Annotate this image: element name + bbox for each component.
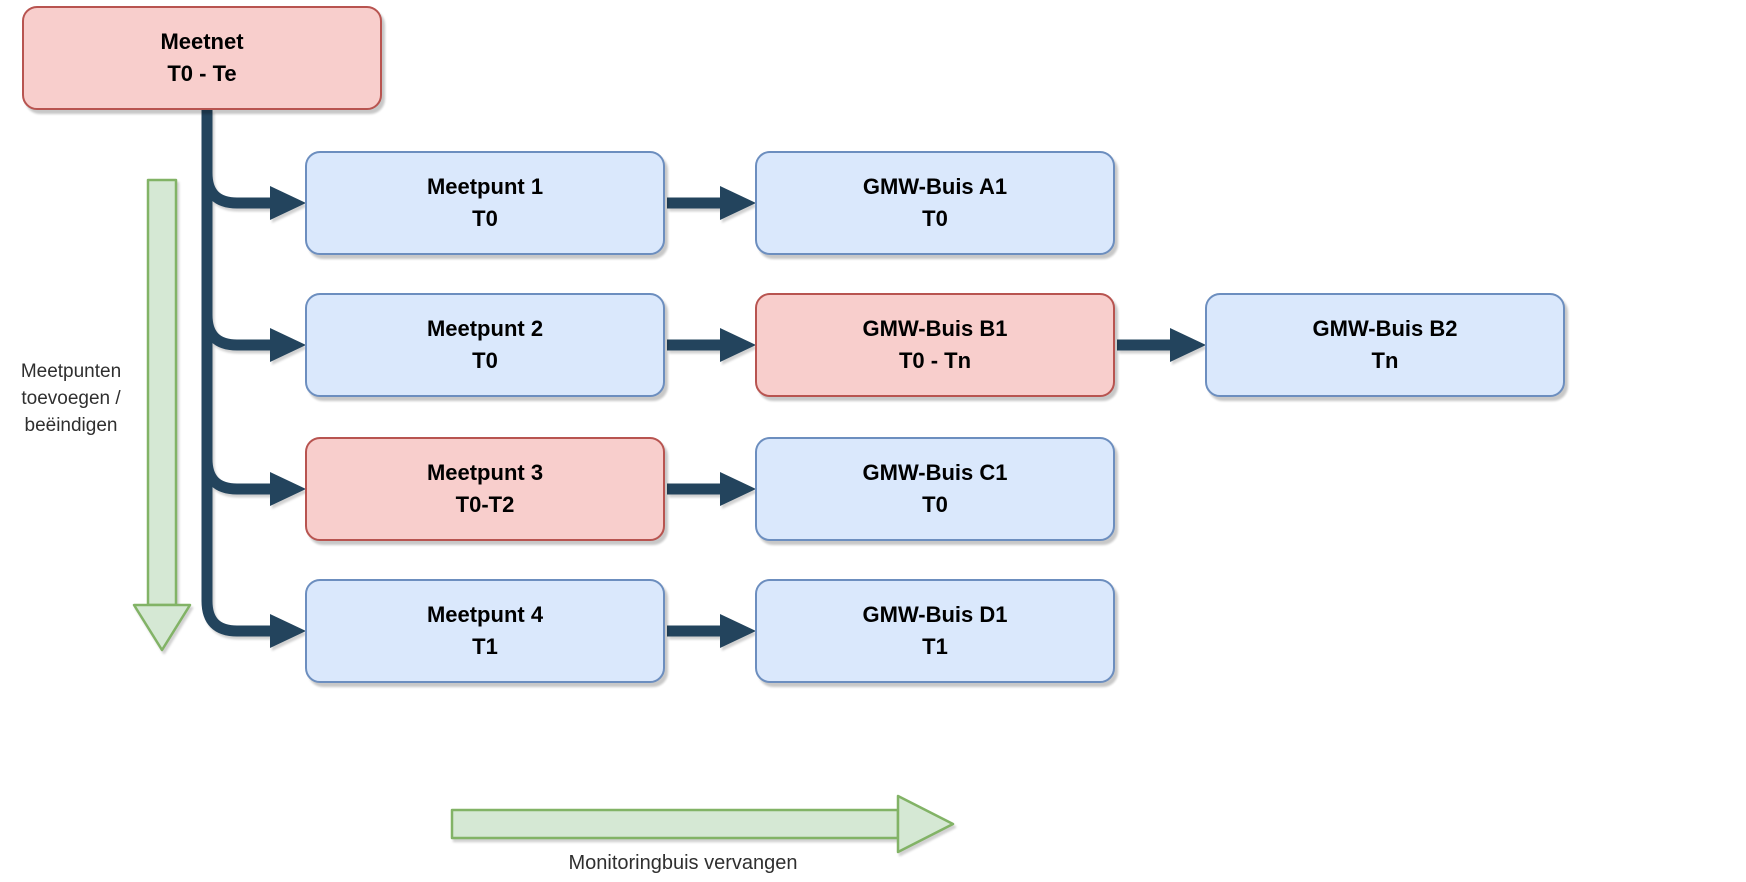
branch-arrowhead-row1 <box>270 186 306 220</box>
add-endpoints-arrow-head <box>132 603 192 652</box>
node-meetpunt-1-period: T0 <box>472 205 498 231</box>
node-meetnet-label: Meetnet <box>160 29 244 55</box>
replace-tube-label: Monitoringbuis vervangen <box>568 852 798 874</box>
node-meetpunt-4-label: Meetpunt 4 <box>426 602 544 628</box>
node-gmw-buis-d1-label: GMW-Buis D1 <box>862 602 1008 628</box>
arrowhead-gmw-b2 <box>1170 328 1206 362</box>
node-meetnet: Meetnet T0 - Te <box>22 6 382 110</box>
node-meetpunt-2: Meetpunt 2 T0 <box>305 293 665 397</box>
node-gmw-buis-b2-period: Tn <box>1371 347 1399 373</box>
node-gmw-buis-c1: GMW-Buis C1 T0 <box>755 437 1115 541</box>
node-meetpunt-3: Meetpunt 3 T0-T2 <box>305 437 665 541</box>
node-meetpunt-3-period: T0-T2 <box>455 491 515 517</box>
node-gmw-buis-d1: GMW-Buis D1 T1 <box>755 579 1115 683</box>
node-meetpunt-1-label: Meetpunt 1 <box>426 174 544 200</box>
node-gmw-buis-b1-label: GMW-Buis B1 <box>862 316 1008 342</box>
add-endpoints-label-line2: toevoegen / <box>21 388 121 409</box>
node-gmw-buis-c1-label: GMW-Buis C1 <box>862 460 1008 486</box>
node-gmw-buis-a1-label: GMW-Buis A1 <box>862 174 1008 200</box>
node-meetpunt-2-period: T0 <box>472 347 498 373</box>
add-endpoints-arrow-shaft <box>146 178 178 607</box>
node-meetpunt-1: Meetpunt 1 T0 <box>305 151 665 255</box>
node-gmw-buis-b1: GMW-Buis B1 T0 - Tn <box>755 293 1115 397</box>
replace-tube-arrow-shaft <box>450 808 900 840</box>
add-endpoints-label-line3: beëindigen <box>24 415 118 436</box>
node-meetpunt-4-period: T1 <box>472 633 498 659</box>
node-gmw-buis-a1: GMW-Buis A1 T0 <box>755 151 1115 255</box>
arrowhead-gmw-b1 <box>720 328 756 362</box>
node-gmw-buis-b2: GMW-Buis B2 Tn <box>1205 293 1565 397</box>
branch-arrowhead-row2 <box>270 328 306 362</box>
node-gmw-buis-d1-period: T1 <box>922 633 948 659</box>
arrowhead-gmw-c1 <box>720 472 756 506</box>
branch-arrowhead-row3 <box>270 472 306 506</box>
node-meetpunt-3-label: Meetpunt 3 <box>426 460 544 486</box>
node-gmw-buis-c1-period: T0 <box>922 491 948 517</box>
add-endpoints-label-line1: Meetpunten <box>20 361 122 382</box>
arrowhead-gmw-d1 <box>720 614 756 648</box>
node-meetpunt-4: Meetpunt 4 T1 <box>305 579 665 683</box>
arrowhead-gmw-a1 <box>720 186 756 220</box>
branch-connector-row2 <box>201 314 272 351</box>
node-meetnet-period: T0 - Te <box>167 60 237 86</box>
branch-connector-row3 <box>201 458 272 495</box>
replace-tube-arrow-head <box>896 794 955 854</box>
branch-connector-row1 <box>201 172 272 209</box>
branch-arrowhead-row4 <box>270 614 306 648</box>
node-gmw-buis-b1-period: T0 - Tn <box>898 347 972 373</box>
node-gmw-buis-b2-label: GMW-Buis B2 <box>1312 316 1458 342</box>
trunk-connector <box>201 110 272 637</box>
node-gmw-buis-a1-period: T0 <box>922 205 948 231</box>
node-meetpunt-2-label: Meetpunt 2 <box>426 316 544 342</box>
add-endpoints-label: Meetpunten toevoegen / beëindigen <box>0 358 142 439</box>
